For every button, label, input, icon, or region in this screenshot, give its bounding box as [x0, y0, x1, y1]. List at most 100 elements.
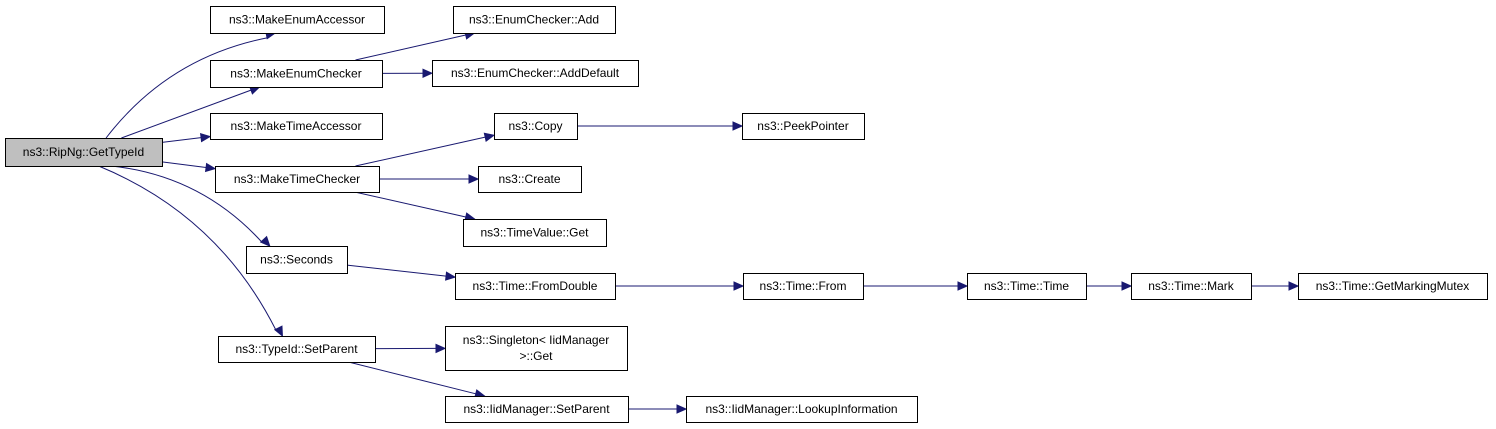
node-copy[interactable]: ns3::Copy — [494, 113, 578, 140]
node-mark[interactable]: ns3::Time::Mark — [1131, 273, 1252, 300]
node-enumAddDef[interactable]: ns3::EnumChecker::AddDefault — [432, 60, 639, 87]
edge-from-to-time — [862, 281, 969, 291]
arrowhead-icon — [199, 132, 212, 143]
node-box — [246, 246, 348, 274]
node-label: ns3::MakeTimeChecker — [234, 172, 360, 186]
node-label: ns3::EnumChecker::Add — [469, 13, 599, 27]
node-label: ns3::IidManager::LookupInformation — [705, 402, 897, 416]
node-label: ns3::MakeEnumAccessor — [229, 13, 365, 27]
node-box — [445, 396, 629, 423]
node-mkEnumAcc[interactable]: ns3::MakeEnumAccessor — [210, 6, 385, 34]
edge-line — [346, 264, 447, 277]
node-peek[interactable]: ns3::PeekPointer — [742, 113, 865, 140]
node-label: ns3::MakeEnumChecker — [230, 67, 361, 81]
edge-line — [161, 137, 202, 143]
node-label: ns3::IidManager::SetParent — [463, 402, 610, 416]
node-label: ns3::Time::GetMarkingMutex — [1316, 279, 1470, 293]
arrowhead-icon — [468, 174, 480, 184]
edge-line — [105, 37, 268, 139]
node-box — [218, 336, 376, 363]
arrowhead-icon — [204, 162, 217, 173]
node-box — [210, 113, 383, 140]
edges-layer — [98, 30, 1300, 414]
node-box — [967, 273, 1087, 300]
arrowhead-icon — [732, 121, 744, 131]
edge-root-to-seconds — [111, 165, 271, 247]
node-box — [210, 6, 385, 34]
edge-line — [98, 165, 277, 331]
arrowhead-icon — [259, 235, 271, 247]
node-box — [1131, 273, 1252, 300]
node-singletonGet[interactable]: ns3::Singleton< IidManager>::Get — [445, 326, 628, 371]
node-box — [445, 326, 628, 371]
node-label: ns3::RipNg::GetTypeId — [23, 145, 144, 159]
node-label: ns3::MakeTimeAccessor — [231, 119, 362, 133]
edge-line — [111, 165, 263, 243]
edge-iidSetParent-to-lookup — [628, 404, 688, 414]
node-label: >::Get — [519, 349, 553, 363]
node-label: ns3::TypeId::SetParent — [235, 342, 358, 356]
node-mutex[interactable]: ns3::Time::GetMarkingMutex — [1298, 273, 1488, 300]
node-label: ns3::PeekPointer — [757, 119, 848, 133]
edge-line — [348, 361, 476, 395]
node-lookup[interactable]: ns3::IidManager::LookupInformation — [686, 396, 918, 423]
node-mkTimeChk[interactable]: ns3::MakeTimeChecker — [215, 166, 380, 193]
edge-mkTimeChk-to-copy — [355, 132, 496, 167]
arrowhead-icon — [733, 281, 745, 291]
node-label: ns3::Time::From — [760, 279, 847, 293]
edge-setParent-to-iidSetParent — [348, 361, 486, 399]
node-from[interactable]: ns3::Time::From — [743, 273, 864, 300]
edge-root-to-mkTimeChk — [161, 161, 217, 173]
node-time[interactable]: ns3::Time::Time — [967, 273, 1087, 300]
edge-mkEnumChk-to-enumAddDef — [381, 68, 434, 79]
node-box — [5, 138, 163, 167]
arrowhead-icon — [422, 68, 434, 79]
node-setParent[interactable]: ns3::TypeId::SetParent — [218, 336, 376, 363]
node-box — [494, 113, 578, 140]
arrowhead-icon — [1121, 281, 1133, 291]
node-enumAdd[interactable]: ns3::EnumChecker::Add — [453, 6, 616, 34]
arrowhead-icon — [445, 271, 457, 281]
node-root[interactable]: ns3::RipNg::GetTypeId — [5, 138, 163, 167]
node-label: ns3::Seconds — [260, 253, 333, 267]
node-label: ns3::Copy — [508, 119, 562, 133]
node-iidSetParent[interactable]: ns3::IidManager::SetParent — [445, 396, 629, 423]
node-box — [215, 166, 380, 193]
node-create[interactable]: ns3::Create — [478, 166, 582, 193]
node-box — [1298, 273, 1488, 300]
edge-copy-to-peek — [577, 121, 744, 131]
node-seconds[interactable]: ns3::Seconds — [246, 246, 348, 274]
node-label: ns3::Create — [498, 172, 560, 186]
edge-mkTimeChk-to-create — [379, 174, 480, 184]
edge-line — [121, 89, 252, 139]
node-box — [743, 273, 864, 300]
node-label: ns3::Singleton< IidManager — [463, 333, 609, 347]
edge-mark-to-mutex — [1250, 281, 1300, 291]
edge-line — [161, 161, 207, 168]
node-mkTimeAcc[interactable]: ns3::MakeTimeAccessor — [210, 113, 383, 140]
nodes-layer: ns3::RipNg::GetTypeId ns3::MakeEnumAccess… — [5, 6, 1488, 423]
node-label: ns3::Time::Time — [984, 279, 1069, 293]
edge-seconds-to-fromDouble — [346, 264, 457, 281]
edge-root-to-setParent — [98, 165, 283, 338]
node-fromDouble[interactable]: ns3::Time::FromDouble — [455, 273, 616, 300]
node-box — [453, 6, 616, 34]
arrowhead-icon — [273, 325, 283, 338]
edge-line — [355, 136, 486, 167]
edge-setParent-to-singletonGet — [374, 343, 447, 354]
node-box — [742, 113, 865, 140]
node-label: ns3::Time::Mark — [1148, 279, 1235, 293]
node-mkEnumChk[interactable]: ns3::MakeEnumChecker — [210, 60, 383, 88]
node-box — [463, 219, 607, 247]
edge-mkEnumChk-to-enumAdd — [355, 30, 476, 61]
node-box — [210, 60, 383, 88]
edge-mkTimeChk-to-tvGet — [354, 191, 476, 222]
node-label: ns3::Time::FromDouble — [473, 279, 598, 293]
edge-fromDouble-to-from — [614, 281, 745, 291]
arrowhead-icon — [435, 343, 447, 354]
arrowhead-icon — [957, 281, 969, 291]
edge-root-to-mkTimeAcc — [161, 132, 212, 143]
edge-line — [354, 191, 466, 218]
node-tvGet[interactable]: ns3::TimeValue::Get — [463, 219, 607, 247]
